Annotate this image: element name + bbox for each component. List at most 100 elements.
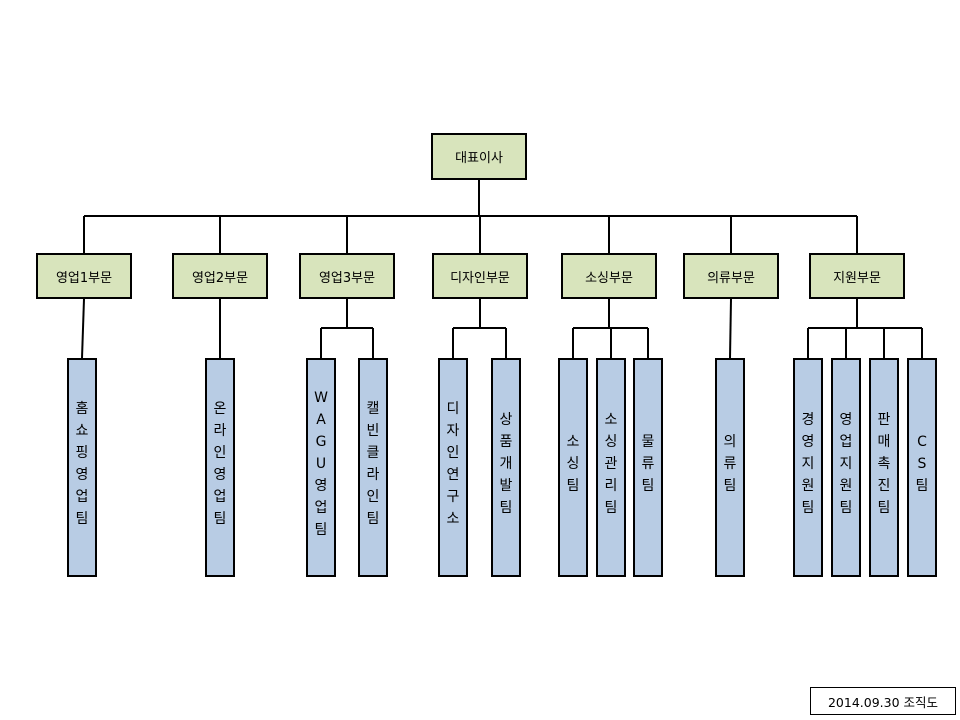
team-label-char: 업 xyxy=(839,434,853,450)
division-label: 영업3부문 xyxy=(318,270,376,286)
team-label-char: 영 xyxy=(75,467,89,483)
team-label-char: 팀 xyxy=(839,500,853,516)
team-label-char: 업 xyxy=(314,500,328,516)
team-label-char: 디 xyxy=(446,401,460,417)
team-label-char: C xyxy=(917,434,927,450)
team-label-char: 팀 xyxy=(566,478,580,494)
team-label-char: 팀 xyxy=(314,522,328,538)
team-label-char: 팀 xyxy=(877,500,891,516)
team-label-char: 영 xyxy=(801,434,815,450)
team-label-char: 라 xyxy=(366,467,380,483)
team-label-char: 리 xyxy=(604,478,618,494)
team-label-char: 업 xyxy=(75,489,89,505)
team-label-char: 소 xyxy=(446,511,460,527)
division-box: 영업2부문 xyxy=(172,253,268,299)
team-label-char: 지 xyxy=(839,456,853,472)
team-label-char: 구 xyxy=(446,489,460,505)
team-label-char: 영 xyxy=(839,412,853,428)
team-label-char: 판 xyxy=(877,412,891,428)
root-label: 대표이사 xyxy=(455,151,503,166)
team-label-char: 업 xyxy=(213,489,227,505)
division-box: 지원부문 xyxy=(809,253,905,299)
division-box: 소싱부문 xyxy=(561,253,657,299)
team-label-char: 품 xyxy=(499,434,513,450)
team-label-char: 소 xyxy=(566,434,580,450)
team-label-char: 온 xyxy=(213,401,227,417)
team-label-char: U xyxy=(315,456,327,472)
team-label-char: 홈 xyxy=(75,401,89,417)
team-label-char: 핑 xyxy=(75,445,89,461)
division-label: 지원부문 xyxy=(833,270,881,286)
team-label-char: 매 xyxy=(877,434,891,450)
team-label-char: 의 xyxy=(723,434,737,450)
division-box: 디자인부문 xyxy=(432,253,528,299)
team-label-char: 류 xyxy=(641,456,655,472)
team-label-char: 팀 xyxy=(75,511,89,527)
division-box: 영업1부문 xyxy=(36,253,132,299)
team-label-char: 물 xyxy=(641,434,655,450)
team-label-char: 소 xyxy=(604,412,618,428)
team-label-char: 인 xyxy=(366,489,380,505)
team-label-char: 팀 xyxy=(801,500,815,516)
team-connector xyxy=(729,298,732,359)
team-label-char: 지 xyxy=(801,456,815,472)
team-label-char: 인 xyxy=(213,445,227,461)
team-label-char: 싱 xyxy=(566,456,580,472)
team-label-char: 인 xyxy=(446,445,460,461)
team-label-char: 개 xyxy=(499,456,513,472)
team-label-char: 영 xyxy=(213,467,227,483)
team-label-char: 빈 xyxy=(366,423,380,439)
team-connector xyxy=(81,298,85,359)
footer-date-label: 2014.09.30 조직도 xyxy=(810,687,956,715)
team-label-char: 팀 xyxy=(604,500,618,516)
team-label-char: 쇼 xyxy=(75,423,89,439)
team-label-char: 상 xyxy=(499,412,513,428)
division-box: 영업3부문 xyxy=(299,253,395,299)
team-label-char: 영 xyxy=(314,478,328,494)
team-label-char: 팀 xyxy=(723,478,737,494)
team-label-char: 연 xyxy=(446,467,460,483)
team-label-char: 진 xyxy=(877,478,891,494)
team-label-char: A xyxy=(316,412,326,428)
team-label-char: 류 xyxy=(723,456,737,472)
team-label-char: G xyxy=(315,434,327,450)
team-label-char: 자 xyxy=(446,423,460,439)
team-label-char: S xyxy=(917,456,927,472)
team-label-char: 발 xyxy=(499,478,513,494)
team-label-char: 원 xyxy=(839,478,853,494)
team-label-char: 팀 xyxy=(641,478,655,494)
division-label: 영업2부문 xyxy=(191,270,249,286)
division-label: 의류부문 xyxy=(707,270,755,286)
team-label-char: 팀 xyxy=(915,478,929,494)
team-label-char: 원 xyxy=(801,478,815,494)
root-box-ceo: 대표이사 xyxy=(431,133,527,180)
